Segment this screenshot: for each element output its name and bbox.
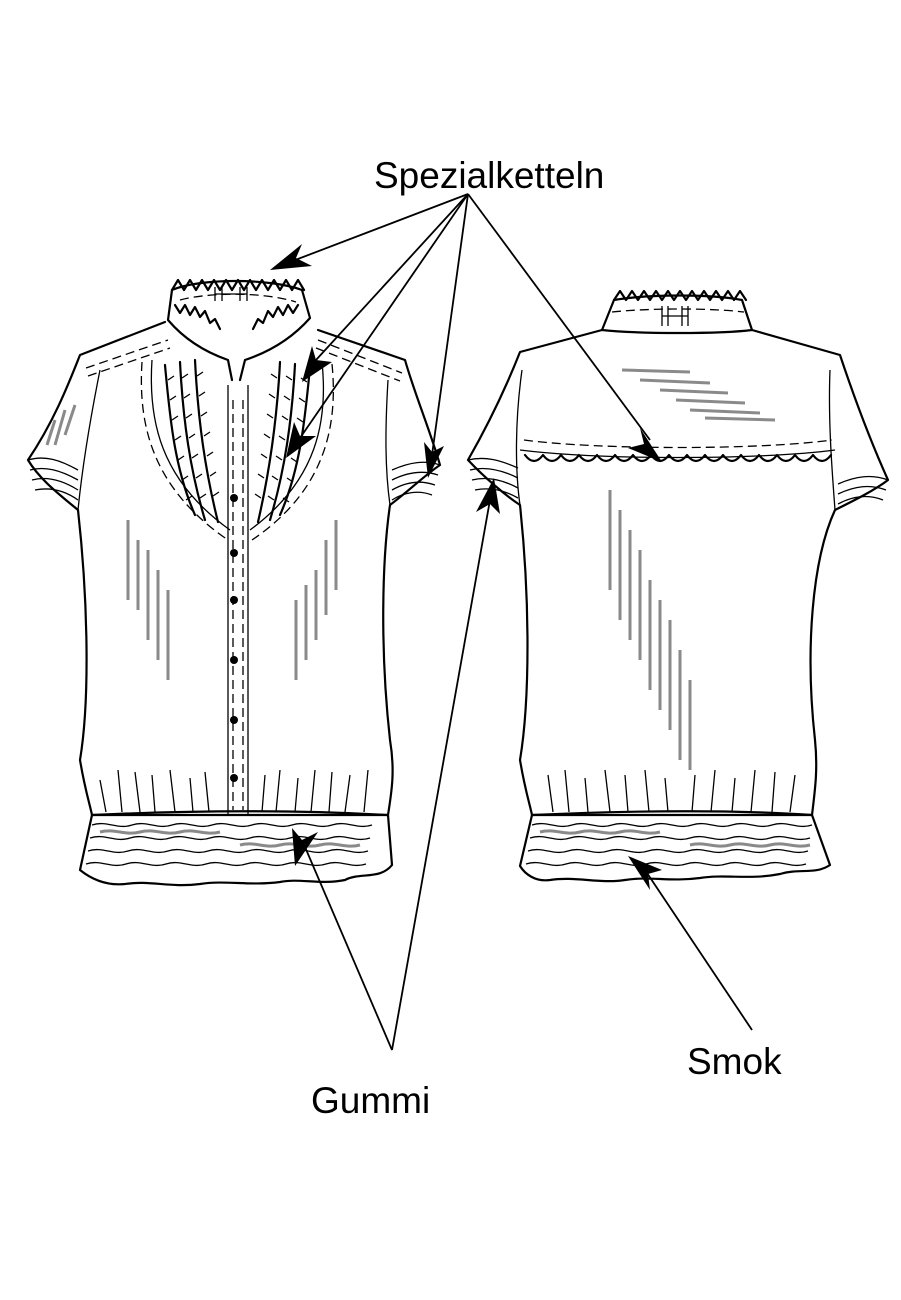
arrowhead-back-cuff bbox=[476, 478, 500, 514]
label-special-stitch: Spezialketteln bbox=[374, 155, 605, 196]
pointer-to-right-bib bbox=[299, 193, 469, 439]
pointer-to-front-collar bbox=[289, 193, 469, 263]
label-smocking: Smok bbox=[687, 1041, 782, 1082]
label-elastic: Gummi bbox=[311, 1080, 431, 1121]
pointer-to-front-waistband bbox=[301, 839, 393, 1051]
arrowhead-right-bib bbox=[286, 422, 316, 458]
pointer-to-back-waistband bbox=[644, 869, 753, 1031]
arrowhead-left-bib bbox=[302, 346, 332, 382]
blouse-front-view bbox=[26, 278, 442, 887]
arrowhead-front-sleeve bbox=[424, 442, 444, 478]
pointer-to-back-cuff bbox=[391, 499, 491, 1051]
arrowhead-back-yoke bbox=[628, 428, 662, 462]
arrowhead-back-waistband bbox=[628, 856, 662, 890]
pointer-to-back-yoke bbox=[467, 193, 651, 441]
arrowhead-front-collar bbox=[270, 244, 312, 270]
pointer-to-left-bib bbox=[315, 193, 469, 361]
blouse-back-view bbox=[466, 289, 890, 883]
pointer-lines bbox=[270, 193, 753, 1051]
pointer-to-front-sleeve bbox=[431, 193, 469, 456]
arrowhead-front-waistband bbox=[292, 828, 318, 866]
